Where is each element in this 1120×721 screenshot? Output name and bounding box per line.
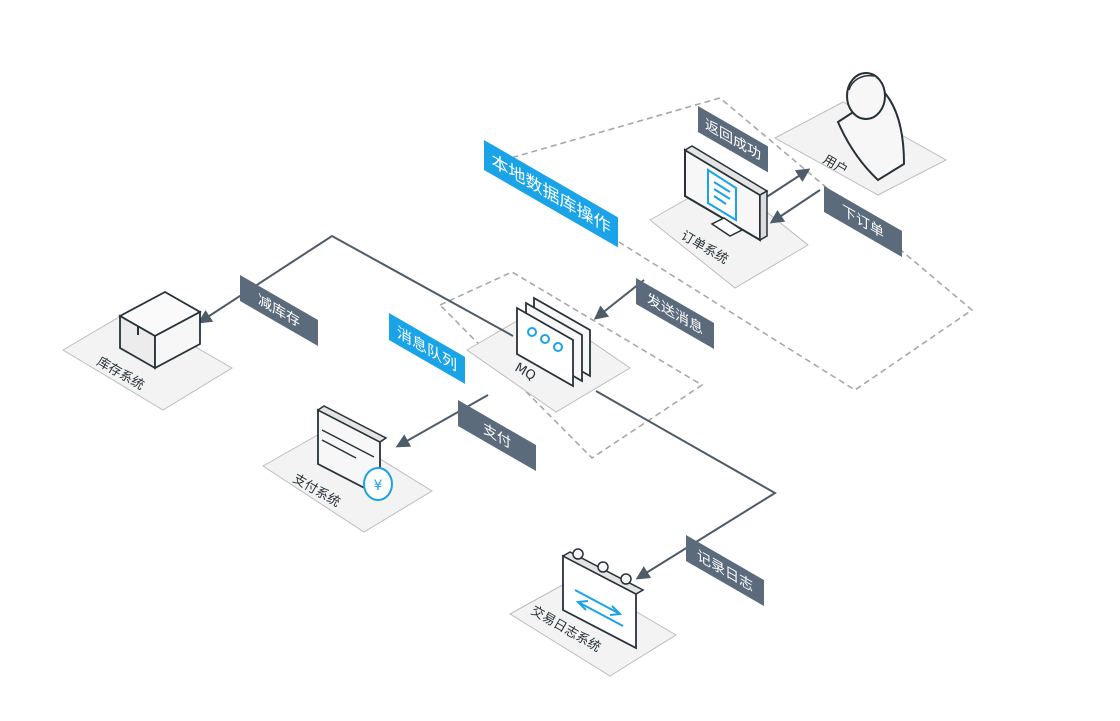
return-success-label-bg [698, 106, 768, 173]
pay-label-bg [458, 400, 536, 472]
monitor-icon [683, 145, 769, 242]
place-order-label-bg [824, 186, 902, 258]
line-order-to-user [761, 168, 811, 201]
local-db-zone-border [491, 97, 974, 391]
line-user-to-order [769, 189, 821, 224]
calendar-icon [561, 548, 645, 650]
payment-card-icon: ¥ [316, 405, 393, 501]
write-log-label-bg [686, 535, 764, 607]
reduce-stock-label-bg [240, 275, 318, 347]
message-queue-icon [516, 296, 591, 388]
svg-text:¥: ¥ [374, 478, 383, 494]
local-db-zone-label: 本地数据库操作 [492, 151, 611, 239]
mq-zone-border [438, 271, 704, 460]
mq-zone-label-bg [389, 313, 465, 384]
send-message-label-bg [636, 278, 714, 350]
line-pay [395, 394, 489, 448]
local-db-zone-label-bg [484, 140, 618, 248]
line-write-log [595, 390, 777, 580]
user-icon [836, 72, 906, 182]
box-icon [118, 290, 202, 370]
